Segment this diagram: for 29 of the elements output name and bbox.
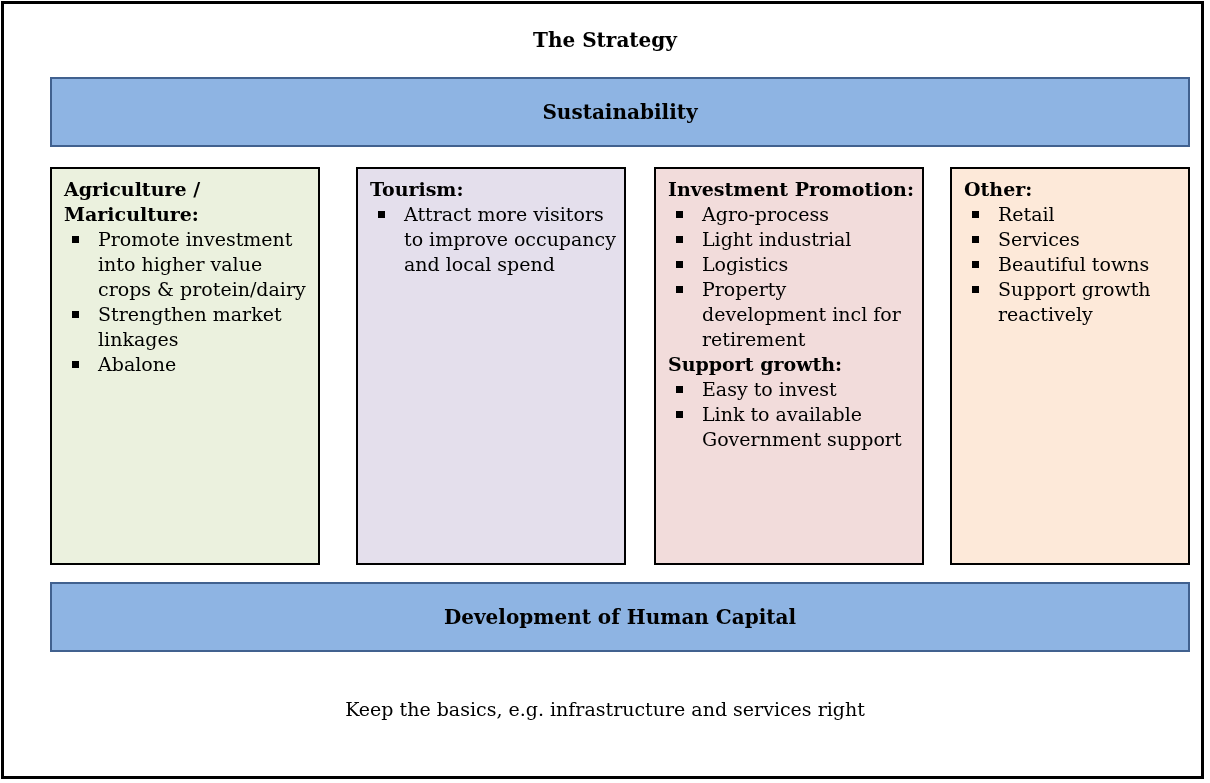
section-heading: Support growth: [668, 352, 844, 377]
bullet-item: Logistics [702, 253, 789, 275]
section-heading: Tourism: [370, 177, 465, 202]
section-heading: Investment Promotion: [668, 177, 914, 202]
category-panel [50, 167, 320, 565]
banner-bar [50, 77, 1190, 147]
bullet-item: Abalone [98, 353, 177, 375]
bullet-item: Property development incl for retirement [702, 278, 901, 350]
bullet-item: Retail [998, 203, 1055, 225]
bullet-item: Support growth reactively [998, 278, 1151, 325]
bullet-item: Beautiful towns [998, 253, 1150, 275]
bullet-item: Agro-process [702, 203, 829, 225]
bullet-item: Easy to invest [702, 378, 837, 400]
section-heading: Other: [964, 177, 1034, 202]
banner-text: Sustainability [542, 100, 698, 124]
bullet-item: Strengthen market linkages [98, 303, 282, 350]
bullet-item: Promote investment into higher value crops & protein/dairy [98, 228, 306, 300]
category-panel [654, 167, 924, 565]
bullet-item: Services [998, 228, 1080, 250]
banner-text: Development of Human Capital [443, 605, 797, 629]
bullet-item: Link to available Government support [702, 403, 902, 450]
caption-text: Keep the basics, e.g. infrastructure and services right [344, 698, 866, 720]
section-heading: Agriculture / Mariculture: [64, 177, 202, 227]
diagram-title: The Strategy [532, 28, 679, 52]
banner-bar [50, 582, 1190, 652]
bullet-item: Attract more visitors to improve occupancy and local spend [404, 203, 616, 275]
category-panel [950, 167, 1190, 565]
category-panel [356, 167, 626, 565]
bullet-item: Light industrial [702, 228, 852, 250]
